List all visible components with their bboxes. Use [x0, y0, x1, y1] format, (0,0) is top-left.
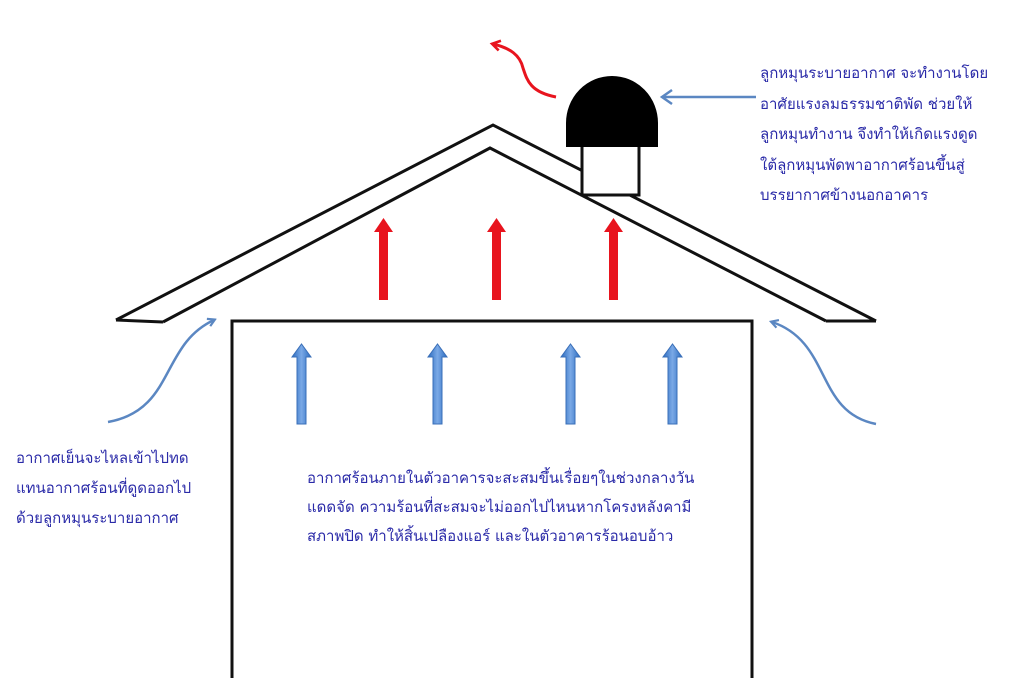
turbine-dome-icon: [566, 76, 658, 147]
cool-air-caption-line: ด้วยลูกหมุนระบายอากาศ: [16, 509, 179, 527]
cool-air-caption-line: อากาศเย็นจะไหลเข้าไปทด: [16, 449, 189, 467]
rising-air-arrows: [291, 343, 683, 425]
rising-air-arrow-icon: [560, 343, 581, 425]
hot-air-arrow-icon: [374, 218, 393, 300]
turbine-caption-line: ลูกหมุนทำงาน จึงทำให้เกิดแรงดูด: [760, 125, 978, 143]
turbine-caption-line: บรรยากาศข้างนอกอาคาร: [760, 186, 929, 204]
hot-air-arrow-icon: [487, 218, 506, 300]
hot-air-caption-line: อากาศร้อนภายในตัวอาคารจะสะสมขึ้นเรื่อยๆใ…: [307, 469, 695, 487]
rising-air-arrow-icon: [662, 343, 683, 425]
hot-air-arrow-icon: [604, 218, 623, 300]
turbine-caption-line: ใต้ลูกหมุนพัดพาอากาศร้อนขึ้นสู่: [760, 155, 965, 174]
roof: [115, 123, 877, 324]
cool-air-inflow-left-icon: [107, 320, 214, 424]
hot-air-caption: อากาศร้อนภายในตัวอาคารจะสะสมขึ้นเรื่อยๆใ…: [307, 464, 694, 551]
cool-air-caption-line: แทนอากาศร้อนที่ดูดออกไป: [16, 479, 192, 497]
rising-air-arrow-icon: [427, 343, 448, 425]
cool-air-inflow-right-icon: [772, 322, 877, 426]
turbine-neck: [580, 141, 641, 197]
pointer-arrow-icon: [659, 88, 756, 106]
exhaust-arrow-icon: [493, 44, 557, 99]
roof-inner: [162, 146, 827, 324]
hot-air-caption-line: สภาพปิด ทำให้สิ้นเปลืองแอร์ และในตัวอาคา…: [307, 527, 674, 545]
hot-air-caption-line: แดดจัด ความร้อนที่สะสมจะไม่ออกไปไหนหากโค…: [307, 498, 692, 516]
hot-air-arrows: [374, 218, 623, 300]
turbine-caption: ลูกหมุนระบายอากาศ จะทำงานโดย อาศัยแรงลมธ…: [760, 58, 988, 211]
house-walls: [230, 319, 754, 678]
roof-outer: [115, 123, 877, 323]
rising-air-arrow-icon: [291, 343, 312, 425]
turbine-ventilator: [566, 76, 658, 197]
cool-air-caption: อากาศเย็นจะไหลเข้าไปทด แทนอากาศร้อนที่ดู…: [16, 443, 191, 533]
turbine-caption-line: อาศัยแรงลมธรรมชาติพัด ช่วยให้: [760, 94, 973, 113]
roof-eave-left: [115, 318, 164, 324]
turbine-caption-line: ลูกหมุนระบายอากาศ จะทำงานโดย: [760, 64, 989, 82]
